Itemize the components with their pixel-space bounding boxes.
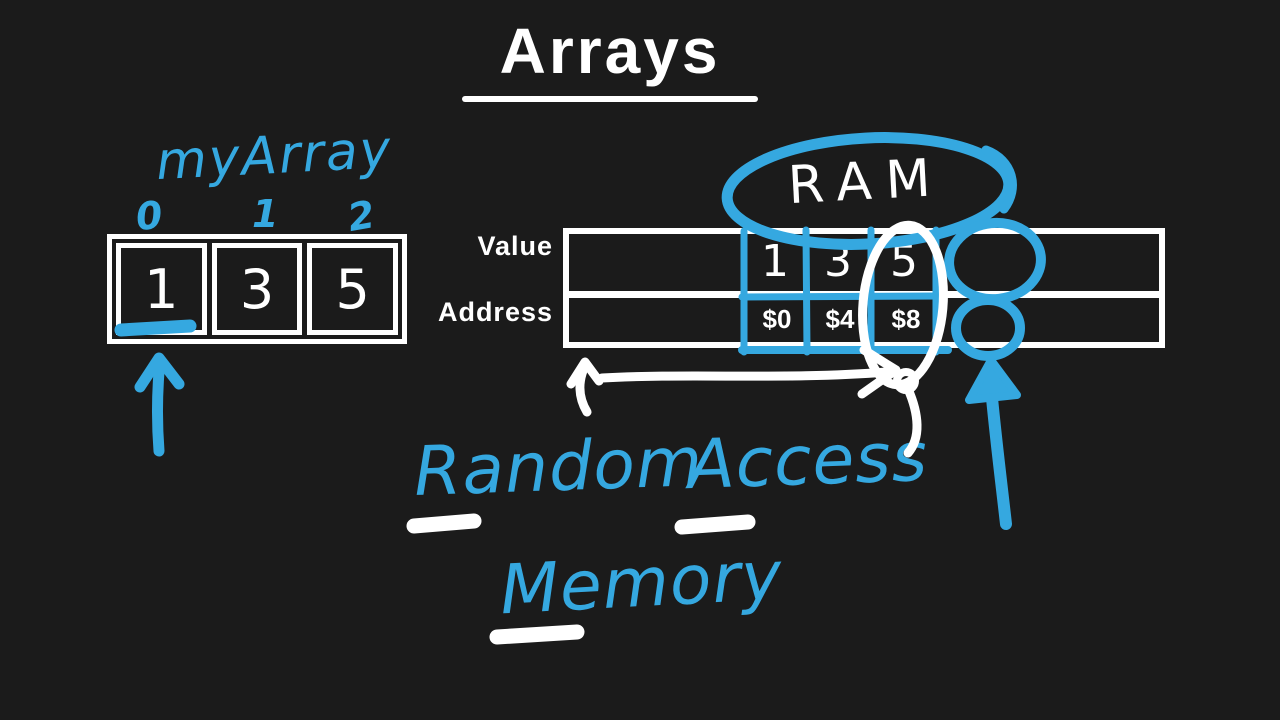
memory-table-row-divider [569,291,1159,298]
array-name-label: myArray [154,119,394,193]
memory-value-2: 5 [890,236,918,287]
ram-label: RAM [786,147,946,217]
array-index-0: 0 [133,192,165,240]
underline-M [489,624,585,645]
array-box: 1 3 5 [107,234,407,344]
address-row-label: Address [437,297,553,327]
underline-A [674,514,756,535]
array-index-2: 2 [344,192,379,240]
caption-word-random: Random [412,422,705,513]
caption-word-access: Access [686,417,930,506]
caption-word-memory: Memory [498,536,785,631]
memory-address-2: $8 [891,304,921,334]
array-cell-2: 5 [307,243,399,335]
page-title: Arrays [499,15,721,87]
memory-value-1: 3 [824,236,852,287]
left-up-arrow-icon [134,352,185,457]
address-start-arrow-icon [566,357,604,417]
memory-address-0: $0 [762,304,792,334]
right-up-arrow-icon [965,356,1021,530]
value-row-label: Value [477,231,553,261]
title-underline [462,96,758,102]
array-cell-1: 3 [211,243,303,335]
memory-value-0: 1 [761,236,789,287]
array-cell-0: 1 [116,243,207,335]
memory-address-1: $4 [825,304,855,334]
array-index-1: 1 [252,192,279,236]
underline-R [406,513,482,534]
